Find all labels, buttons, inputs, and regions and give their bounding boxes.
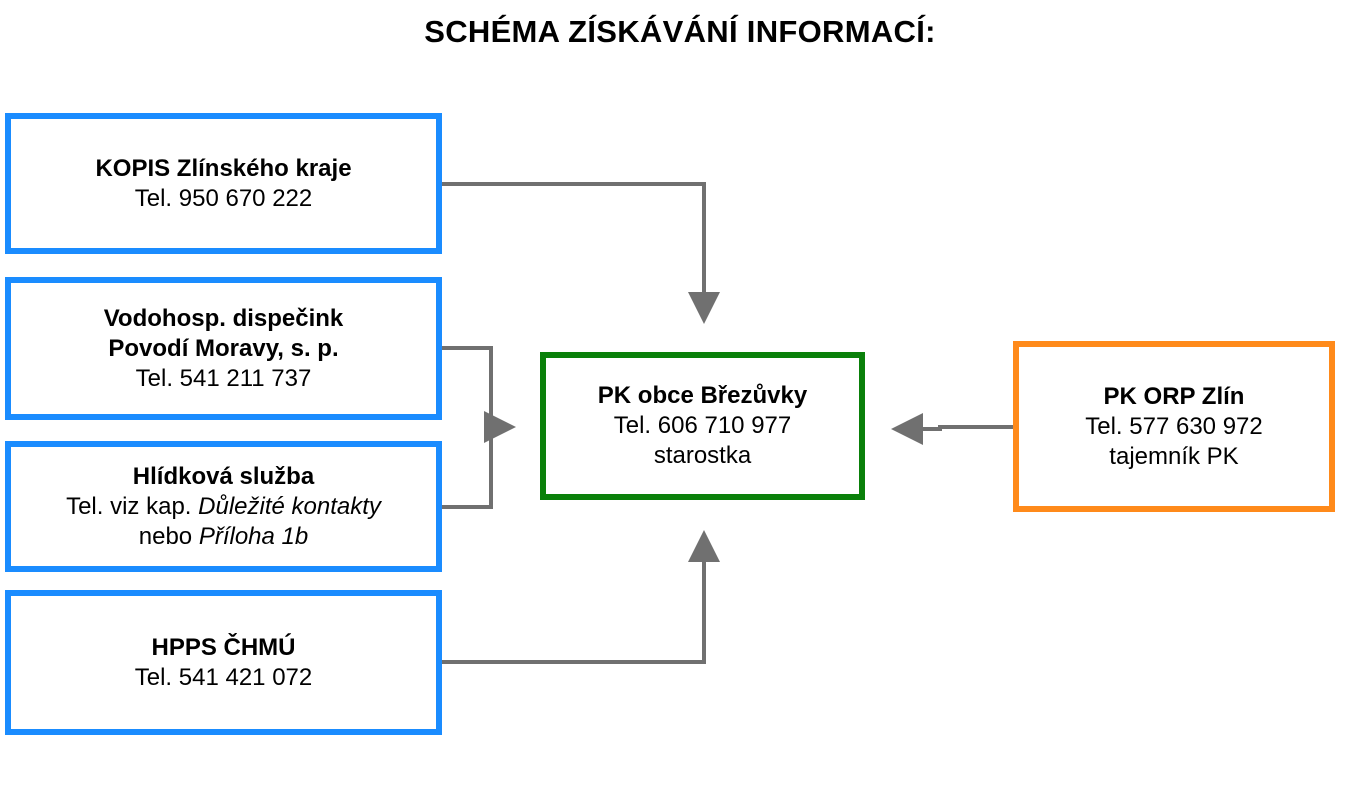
arrow-pk-orp-to-pk-obce [891,413,1016,445]
node-kopis-tel: Tel. 950 670 222 [134,184,313,212]
node-pk-orp: PK ORP Zlín Tel. 577 630 972 tajemník PK [1013,341,1335,512]
node-hlidkova-tel-line: Tel. viz kap. Důležité kontakty [66,492,381,522]
node-hlidkova: Hlídková služba Tel. viz kap. Důležité k… [5,441,442,572]
node-pk-obce-tel: Tel. 606 710 977 [613,412,792,439]
node-pk-orp-role: tajemník PK [1109,442,1239,470]
line-hlidkova-to-junction [442,427,493,509]
node-pk-obce-role: starostka [653,442,752,469]
node-povodi-name-line2: Povodí Moravy, s. p. [108,334,339,362]
node-pk-orp-tel: Tel. 577 630 972 [1085,412,1263,440]
node-kopis: KOPIS Zlínského kraje Tel. 950 670 222 [5,113,442,254]
node-hpps: HPPS ČHMÚ Tel. 541 421 072 [5,590,442,735]
node-kopis-name: KOPIS Zlínského kraje [95,154,352,182]
node-hlidkova-tel-prefix: Tel. viz kap. [66,492,192,520]
node-pk-obce-name: PK obce Březůvky [597,382,808,409]
node-hlidkova-alt-ref: Příloha 1b [198,522,309,550]
node-hlidkova-name: Hlídková služba [132,462,315,490]
node-pk-obce: PK obce Březůvky Tel. 606 710 977 staros… [540,352,865,500]
node-povodi-tel: Tel. 541 211 737 [135,364,312,392]
page-title: SCHÉMA ZÍSKÁVÁNÍ INFORMACÍ: [424,14,936,49]
node-hpps-name: HPPS ČHMÚ [151,633,296,661]
node-hlidkova-alt-prefix: nebo [138,522,193,550]
arrow-kopis-to-pk-obce [442,182,720,324]
node-povodi: Vodohosp. dispečink Povodí Moravy, s. p.… [5,277,442,420]
node-hpps-tel: Tel. 541 421 072 [134,663,313,691]
node-hlidkova-alt-line: nebo Příloha 1b [139,522,308,552]
node-hlidkova-tel-ref: Důležité kontakty [198,492,381,520]
line-povodi-to-junction [442,346,493,427]
arrow-hpps-to-pk-obce [442,530,720,664]
node-povodi-name-line1: Vodohosp. dispečink [103,304,344,332]
node-pk-orp-name: PK ORP Zlín [1103,382,1245,410]
